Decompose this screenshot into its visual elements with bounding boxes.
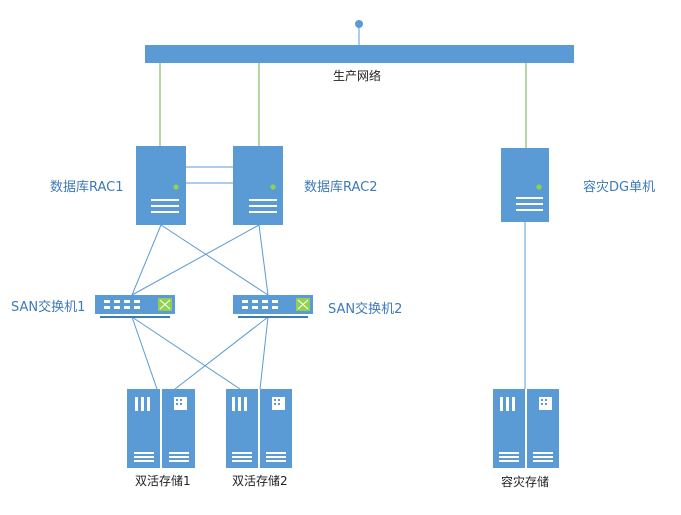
- san-switch-1-icon: [95, 295, 175, 318]
- network-links: [160, 24, 526, 148]
- rac2-label: 数据库RAC2: [304, 176, 378, 195]
- storage-dr-icon: [493, 389, 559, 468]
- server-dg-icon: [501, 148, 549, 222]
- rac1-label: 数据库RAC1: [50, 176, 124, 195]
- san-switch-2-icon: [233, 295, 313, 318]
- san-switch-1-label: SAN交换机1: [11, 296, 85, 315]
- server-rac1-icon: [136, 146, 186, 225]
- storage-dr-label: 容灾存储: [501, 473, 549, 490]
- storage-1-label: 双活存储1: [135, 472, 191, 489]
- dg-label: 容灾DG单机: [583, 176, 655, 195]
- server-rac2-icon: [233, 146, 283, 225]
- storage-2-icon: [226, 389, 292, 468]
- san-switch-2-label: SAN交换机2: [328, 298, 402, 317]
- production-network-bar: [145, 45, 574, 63]
- network-label: 生产网络: [333, 67, 381, 84]
- storage-2-label: 双活存储2: [232, 472, 288, 489]
- interconnect-links: [186, 167, 233, 183]
- storage-1-icon: [127, 389, 195, 468]
- network-node-icon: [355, 20, 363, 28]
